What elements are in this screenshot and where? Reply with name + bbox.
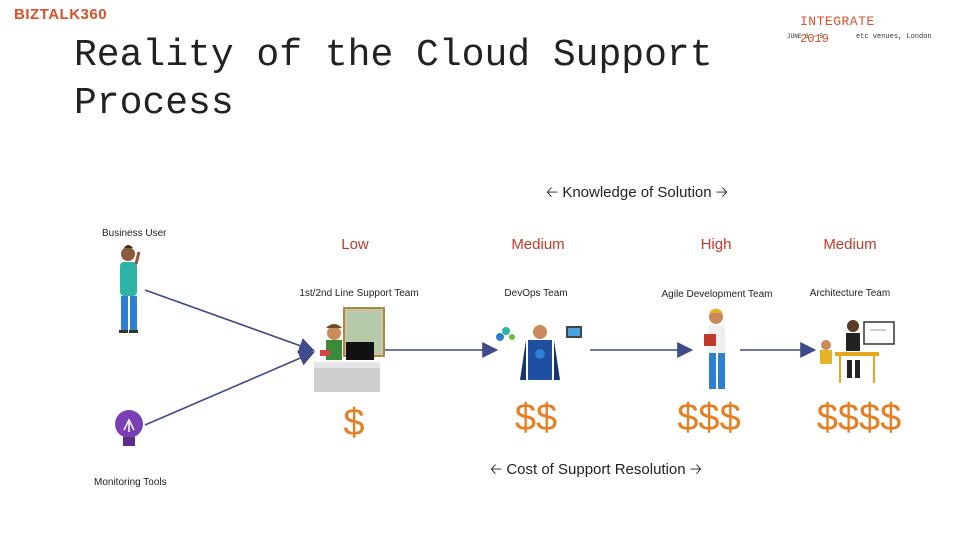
- title-line-2: Process: [74, 82, 234, 125]
- cost-axis-label: Cost of Support Resolution: [506, 461, 686, 478]
- biztalk360-logo: BIZTALK360: [14, 6, 107, 23]
- cost-label: $$$$: [816, 397, 902, 439]
- event-date: JUNE 3 - 5: [787, 33, 824, 40]
- cost-axis: 🡠 Cost of Support Resolution 🡢: [490, 459, 702, 484]
- level-label: Medium: [511, 236, 565, 253]
- logo-number: 360: [80, 6, 108, 23]
- knowledge-axis-label: Knowledge of Solution: [562, 184, 712, 201]
- level-label: Low: [341, 236, 369, 253]
- support-team-icon: [314, 307, 385, 392]
- team-label: Agile Development Team: [661, 289, 773, 300]
- monitoring-connector: [144, 350, 315, 426]
- lightbulb-icon: [115, 410, 143, 446]
- business-user-connector: [144, 289, 316, 354]
- left-arrow-icon: 🡠: [490, 461, 503, 478]
- knowledge-axis: 🡠 Knowledge of Solution 🡢: [546, 182, 728, 207]
- right-arrow-icon: 🡢: [689, 461, 702, 478]
- event-name: INTEGRATE: [800, 14, 875, 29]
- event-venue: etc venues, London: [856, 33, 932, 41]
- business-user-label: Business User: [102, 228, 167, 239]
- team-label: DevOps Team: [504, 288, 568, 299]
- agile-team-icon: [704, 308, 725, 389]
- right-arrow-icon: 🡢: [715, 184, 728, 201]
- devops-team-icon: [496, 325, 582, 380]
- level-label: Medium: [823, 236, 877, 253]
- page-title: Reality of the Cloud Support Process: [74, 32, 834, 128]
- business-user-icon: [119, 245, 141, 333]
- cost-label: $$: [514, 397, 558, 439]
- team-label: 1st/2nd Line Support Team: [299, 288, 419, 299]
- event-year: 2019: [800, 32, 829, 46]
- architecture-team-icon: [820, 320, 895, 383]
- level-label: High: [700, 236, 732, 253]
- team-label: Architecture Team: [809, 288, 891, 299]
- left-arrow-icon: 🡠: [546, 184, 559, 201]
- title-line-1: Reality of the Cloud Support: [74, 34, 713, 77]
- monitoring-tools-label: Monitoring Tools: [94, 477, 167, 488]
- cost-label: $: [343, 402, 365, 444]
- cost-label: $$$: [677, 397, 741, 439]
- logo-text: BIZTALK: [14, 6, 81, 23]
